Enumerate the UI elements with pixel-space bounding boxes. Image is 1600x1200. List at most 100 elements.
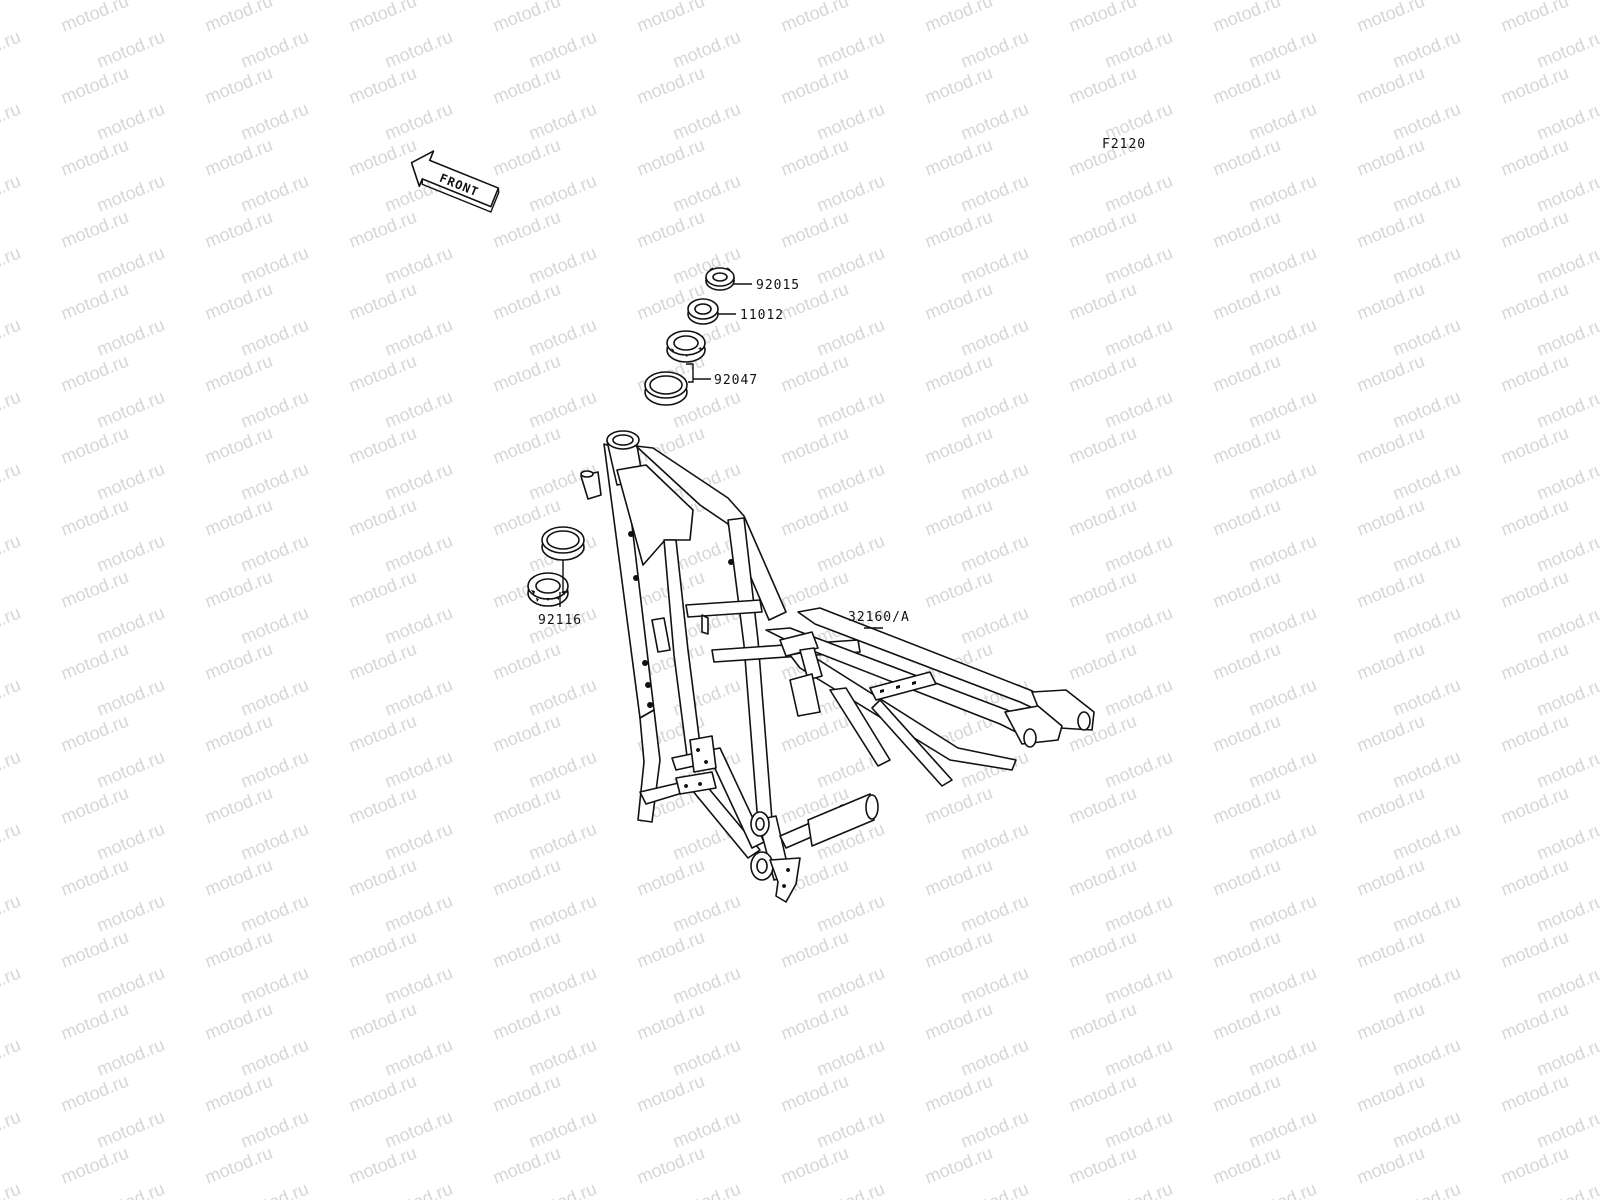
watermark-text: motod.ru: [1066, 495, 1139, 540]
watermark-text: motod.ru: [346, 0, 419, 36]
watermark-text: motod.ru: [1066, 639, 1139, 684]
watermark-text: motod.ru: [1498, 63, 1571, 108]
watermark-text: motod.ru: [490, 639, 563, 684]
watermark-text: motod.ru: [346, 783, 419, 828]
watermark-text: motod.ru: [1102, 747, 1175, 792]
watermark-text: motod.ru: [958, 603, 1031, 648]
watermark-text: motod.ru: [58, 639, 131, 684]
watermark-text: motod.ru: [1498, 279, 1571, 324]
watermark-text: motod.ru: [1390, 243, 1463, 288]
watermark-text: motod.ru: [1246, 99, 1319, 144]
watermark-text: motod.ru: [1498, 927, 1571, 972]
watermark-text: motod.ru: [1246, 675, 1319, 720]
watermark-text: motod.ru: [922, 1071, 995, 1116]
watermark-text: motod.ru: [1066, 351, 1139, 396]
watermark-text: motod.ru: [238, 603, 311, 648]
watermark-text: motod.ru: [0, 1179, 23, 1200]
watermark-text: motod.ru: [1498, 999, 1571, 1044]
watermark-text: motod.ru: [922, 495, 995, 540]
watermark-text: motod.ru: [382, 387, 455, 432]
watermark-text: motod.ru: [238, 99, 311, 144]
watermark-text: motod.ru: [1534, 891, 1600, 936]
watermark-text: motod.ru: [1210, 1071, 1283, 1116]
watermark-text: motod.ru: [382, 963, 455, 1008]
watermark-text: motod.ru: [958, 963, 1031, 1008]
watermark-text: motod.ru: [382, 675, 455, 720]
watermark-text: motod.ru: [0, 747, 23, 792]
watermark-text: motod.ru: [1534, 1035, 1600, 1080]
watermark-text: motod.ru: [1066, 0, 1139, 36]
watermark-text: motod.ru: [1102, 243, 1175, 288]
callout-label-92047: 92047: [714, 373, 758, 388]
watermark-text: motod.ru: [0, 1035, 23, 1080]
watermark-text: motod.ru: [58, 423, 131, 468]
watermark-text: motod.ru: [814, 27, 887, 72]
watermark-text: motod.ru: [382, 819, 455, 864]
watermark-text: motod.ru: [94, 819, 167, 864]
watermark-text: motod.ru: [1534, 675, 1600, 720]
watermark-text: motod.ru: [1102, 459, 1175, 504]
watermark-text: motod.ru: [202, 423, 275, 468]
watermark-text: motod.ru: [1498, 207, 1571, 252]
watermark-text: motod.ru: [1210, 783, 1283, 828]
watermark-text: motod.ru: [1210, 999, 1283, 1044]
watermark-text: motod.ru: [1354, 1143, 1427, 1188]
watermark-text: motod.ru: [778, 207, 851, 252]
watermark-text: motod.ru: [202, 207, 275, 252]
upper-bearing-cup-part: [644, 371, 688, 406]
callout-label-92015: 92015: [756, 278, 800, 293]
watermark-text: motod.ru: [670, 891, 743, 936]
watermark-text: motod.ru: [814, 1035, 887, 1080]
watermark-text: motod.ru: [1246, 387, 1319, 432]
watermark-text: motod.ru: [1354, 639, 1427, 684]
watermark-text: motod.ru: [958, 891, 1031, 936]
watermark-text: motod.ru: [346, 927, 419, 972]
watermark-text: motod.ru: [922, 135, 995, 180]
watermark-text: motod.ru: [58, 135, 131, 180]
watermark-text: motod.ru: [0, 531, 23, 576]
watermark-text: motod.ru: [0, 891, 23, 936]
watermark-text: motod.ru: [1354, 999, 1427, 1044]
watermark-text: motod.ru: [94, 171, 167, 216]
watermark-text: motod.ru: [1066, 207, 1139, 252]
watermark-text: motod.ru: [778, 999, 851, 1044]
watermark-text: motod.ru: [778, 423, 851, 468]
watermark-text: motod.ru: [958, 1035, 1031, 1080]
watermark-text: motod.ru: [778, 1143, 851, 1188]
watermark-text: motod.ru: [670, 99, 743, 144]
watermark-text: motod.ru: [526, 387, 599, 432]
watermark-text: motod.ru: [1354, 783, 1427, 828]
watermark-text: motod.ru: [922, 351, 995, 396]
watermark-text: motod.ru: [1210, 855, 1283, 900]
watermark-text: motod.ru: [1210, 1143, 1283, 1188]
watermark-text: motod.ru: [634, 927, 707, 972]
watermark-text: motod.ru: [202, 927, 275, 972]
watermark-text: motod.ru: [0, 243, 23, 288]
watermark-text: motod.ru: [1354, 1071, 1427, 1116]
watermark-text: motod.ru: [346, 1143, 419, 1188]
watermark-text: motod.ru: [1210, 927, 1283, 972]
watermark-text: motod.ru: [1390, 963, 1463, 1008]
watermark-text: motod.ru: [238, 819, 311, 864]
watermark-text: motod.ru: [958, 819, 1031, 864]
watermark-text: motod.ru: [346, 999, 419, 1044]
watermark-text: motod.ru: [1102, 1179, 1175, 1200]
watermark-text: motod.ru: [1066, 423, 1139, 468]
watermark-text: motod.ru: [814, 99, 887, 144]
watermark-text: motod.ru: [238, 531, 311, 576]
watermark-text: motod.ru: [1534, 1179, 1600, 1200]
watermark-text: motod.ru: [1102, 531, 1175, 576]
watermark-text: motod.ru: [958, 99, 1031, 144]
watermark-text: motod.ru: [490, 999, 563, 1044]
watermark-text: motod.ru: [1498, 639, 1571, 684]
watermark-text: motod.ru: [0, 675, 23, 720]
watermark-text: motod.ru: [1246, 891, 1319, 936]
watermark-text: motod.ru: [0, 315, 23, 360]
watermark-text: motod.ru: [490, 0, 563, 36]
callout-label-11012: 11012: [740, 308, 784, 323]
watermark-text: motod.ru: [1102, 171, 1175, 216]
watermark-text: motod.ru: [1534, 531, 1600, 576]
watermark-text: motod.ru: [634, 207, 707, 252]
watermark-text: motod.ru: [238, 1035, 311, 1080]
watermark-text: motod.ru: [58, 63, 131, 108]
